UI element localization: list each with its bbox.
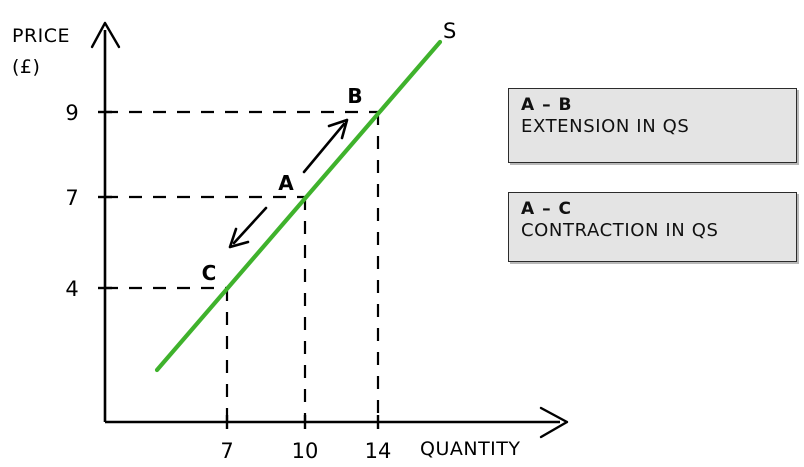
x-tick-label-7: 7 bbox=[220, 439, 233, 463]
legend-title-contraction: A – C bbox=[521, 199, 572, 219]
point-label-b: B bbox=[347, 84, 362, 108]
y-axis-arrowhead bbox=[90, 21, 121, 49]
supply-curve-line bbox=[154, 39, 443, 373]
legend-box-extension: A – B EXTENSION IN QS bbox=[508, 88, 797, 163]
dashed-guide-lines bbox=[105, 110, 380, 422]
legend-title-extension: A – B bbox=[521, 95, 573, 115]
extension-arrow bbox=[302, 118, 349, 174]
legend-box-contraction: A – C CONTRACTION IN QS bbox=[508, 192, 797, 262]
legend-desc-extension: EXTENSION IN QS bbox=[521, 116, 690, 138]
contraction-arrow bbox=[228, 206, 268, 249]
y-tick-label-9: 9 bbox=[65, 101, 78, 125]
y-axis bbox=[90, 21, 121, 422]
y-axis-unit: (£) bbox=[12, 56, 40, 78]
x-axis-arrowhead bbox=[539, 406, 569, 439]
supply-curve-label: S bbox=[443, 19, 456, 43]
y-axis-title: PRICE bbox=[12, 25, 70, 47]
x-tick-label-10: 10 bbox=[292, 439, 319, 463]
point-label-a: A bbox=[278, 171, 294, 195]
x-tick-label-14: 14 bbox=[365, 439, 392, 463]
x-axis bbox=[105, 406, 569, 439]
x-axis-title: QUANTITY bbox=[420, 438, 521, 460]
y-tick-label-7: 7 bbox=[65, 186, 78, 210]
y-tick-label-4: 4 bbox=[65, 277, 78, 301]
legend-desc-contraction: CONTRACTION IN QS bbox=[521, 220, 719, 242]
point-label-c: C bbox=[202, 261, 217, 285]
